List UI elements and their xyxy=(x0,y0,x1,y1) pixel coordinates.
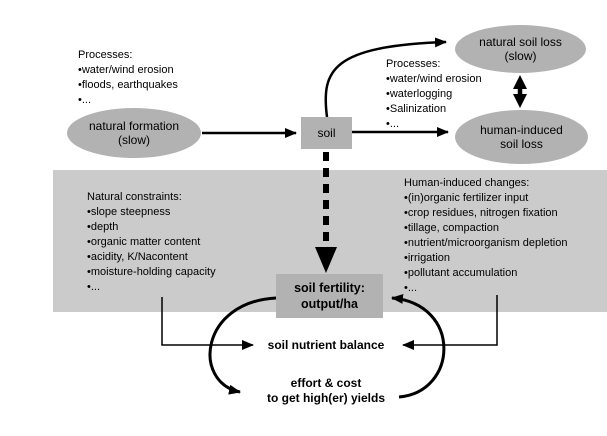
arc-fertility-to-effort xyxy=(208,296,277,395)
list-item: •pollutant accumulation xyxy=(404,267,518,279)
effort-cost-label: effort & cost to get high(er) yields xyxy=(243,376,409,406)
node-natural-soil-loss-label: natural soil loss xyxy=(479,35,562,49)
node-human-induced-soil-loss-sublabel: soil loss xyxy=(500,137,543,151)
natural-constraints-list: Natural constraints: •slope steepness •d… xyxy=(87,190,216,295)
list-item: •... xyxy=(78,94,92,106)
node-human-induced-soil-loss-label: human-induced xyxy=(480,123,563,137)
node-natural-formation-label: natural formation xyxy=(88,119,180,133)
arrow-changes-to-balance xyxy=(402,295,498,350)
node-soil-fertility: soil fertility: output/ha xyxy=(276,274,383,318)
list-item: •... xyxy=(386,118,400,130)
list-item: •water/wind erosion xyxy=(78,64,174,76)
arc-effort-to-fertility xyxy=(391,293,446,399)
list-item: •crop residues, nitrogen fixation xyxy=(404,207,558,219)
node-soil-label: soil xyxy=(317,126,336,140)
list-item: •tillage, compaction xyxy=(404,222,499,234)
list-item: •waterlogging xyxy=(386,88,453,100)
list-item: •floods, earthquakes xyxy=(78,79,178,91)
arrow-constraints-to-balance xyxy=(161,297,254,350)
effort-cost-line1: effort & cost xyxy=(290,376,362,390)
natural-processes-list: Processes: •water/wind erosion •floods, … xyxy=(78,48,178,108)
soil-nutrient-balance-text: soil nutrient balance xyxy=(267,338,385,352)
dashed-arrow-soil-to-fertility xyxy=(315,152,337,273)
list-item: •nutrient/microorganism depletion xyxy=(404,237,568,249)
list-item: •(in)organic fertilizer input xyxy=(404,192,529,204)
list-item: •water/wind erosion xyxy=(386,73,482,85)
node-natural-soil-loss-sublabel: (slow) xyxy=(504,49,537,63)
human-induced-changes-list: Human-induced changes: •(in)organic fert… xyxy=(404,176,567,296)
loss-processes-heading: Processes: xyxy=(386,58,441,70)
effort-cost-line2: to get high(er) yields xyxy=(266,391,385,405)
soil-nutrient-balance-label: soil nutrient balance xyxy=(245,338,407,353)
list-item: •acidity, K/Nacontent xyxy=(87,251,188,263)
list-item: •depth xyxy=(87,221,119,233)
double-arrow-natural-human-loss xyxy=(513,75,527,108)
arrow-soil-to-natural-soil-loss xyxy=(324,37,447,118)
node-soil-fertility-label: soil fertility: xyxy=(294,281,365,295)
node-human-induced-soil-loss: human-induced soil loss xyxy=(455,110,588,164)
loss-processes-list: Processes: •water/wind erosion •waterlog… xyxy=(386,57,482,132)
node-soil-fertility-sublabel: output/ha xyxy=(301,297,358,311)
node-natural-formation-sublabel: (slow) xyxy=(118,133,150,147)
node-natural-soil-loss: natural soil loss (slow) xyxy=(455,25,586,73)
list-item: •irrigation xyxy=(404,252,451,264)
list-item: •Salinization xyxy=(386,103,447,115)
natural-constraints-heading: Natural constraints: xyxy=(87,191,182,203)
node-natural-formation: natural formation (slow) xyxy=(67,108,201,158)
natural-processes-heading: Processes: xyxy=(78,49,133,61)
list-item: •organic matter content xyxy=(87,236,201,248)
list-item: •moisture-holding capacity xyxy=(87,266,216,278)
list-item: •... xyxy=(87,281,101,293)
node-soil: soil xyxy=(301,117,352,149)
list-item: •slope steepness xyxy=(87,206,171,218)
human-induced-changes-heading: Human-induced changes: xyxy=(404,177,530,189)
list-item: •... xyxy=(404,282,418,294)
